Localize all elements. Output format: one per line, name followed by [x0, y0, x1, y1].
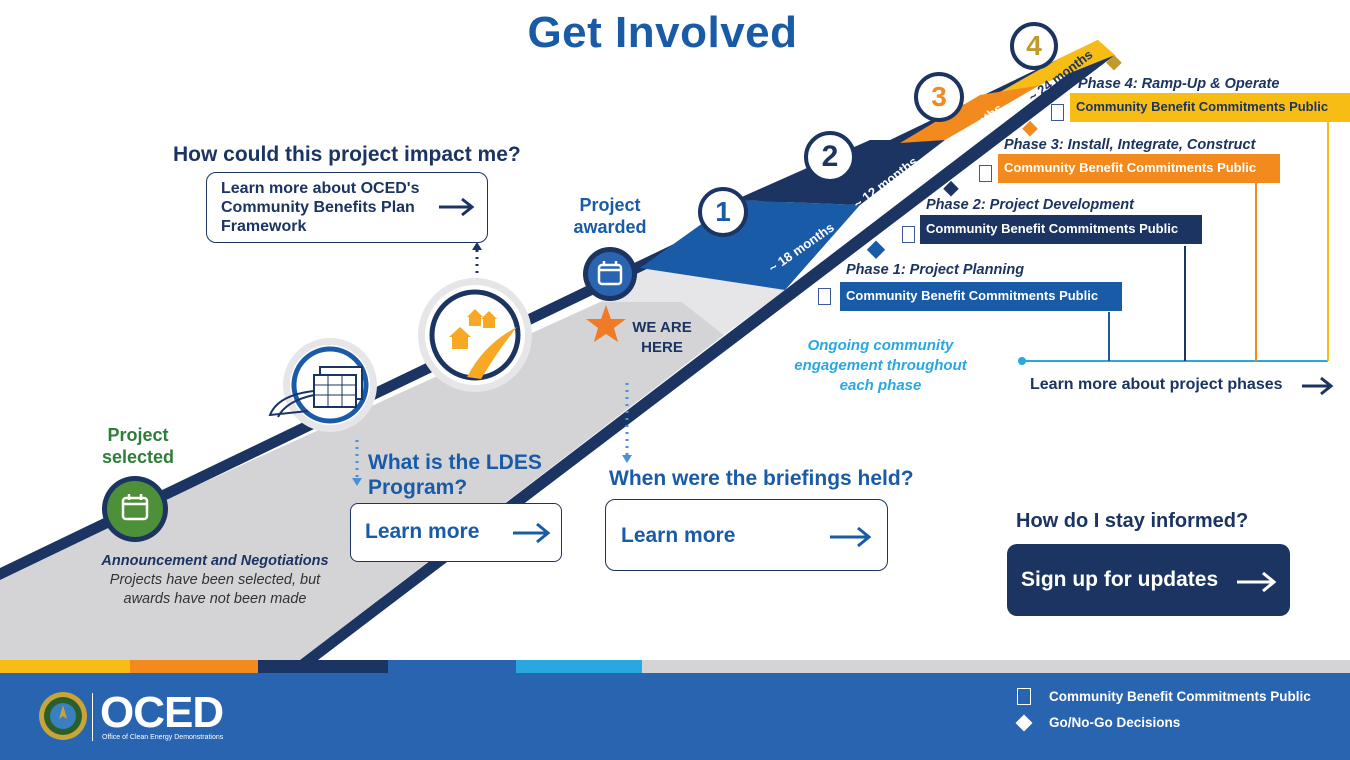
signup-updates-label: Sign up for updates: [1021, 568, 1219, 591]
oced-logo-subtitle: Office of Clean Energy Demonstrations: [102, 734, 224, 741]
doe-seal-icon: [39, 692, 87, 740]
road-phase1-segment: [640, 200, 860, 290]
go-no-go-phase4-diamond: [1106, 54, 1122, 71]
arrow-right-icon: [1237, 571, 1277, 593]
phase-2-title: Phase 2: Project Development: [926, 197, 1134, 213]
phase-4-cbc: Community Benefit Commitments Public: [1070, 93, 1350, 122]
stripe-blue: [388, 660, 516, 673]
arrow-right-icon: [1302, 376, 1334, 396]
project-selected-label: Project selected: [101, 425, 175, 467]
phase-1-number-badge: 1: [698, 187, 748, 237]
document-icon: [1051, 104, 1064, 121]
impact-heading: How could this project impact me?: [173, 143, 521, 166]
informed-heading: How do I stay informed?: [1016, 510, 1249, 532]
calendar-icon: [121, 494, 149, 521]
go-no-go-phase1-diamond: [866, 240, 886, 259]
we-are-here-label: WE ARE HERE: [632, 319, 692, 356]
arrow-right-icon: [513, 522, 551, 544]
road-phase3-segment: [900, 85, 1040, 143]
document-icon: [1017, 688, 1031, 705]
legend-diamond-label: Go/No-Go Decisions: [1049, 715, 1181, 730]
signup-updates-button[interactable]: Sign up for updates: [1007, 544, 1290, 616]
cbp-framework-label: Learn more about OCED's Community Benefi…: [221, 180, 420, 235]
negotiation-body: Projects have been selected, but awards …: [109, 572, 321, 607]
phase-1-title: Phase 1: Project Planning: [846, 262, 1025, 278]
negotiation-note: Announcement and Negotiations Projects h…: [90, 552, 340, 609]
calendar-icon: [597, 261, 623, 286]
stripe-gray: [642, 660, 1350, 673]
phase-4-title: Phase 4: Ramp-Up & Operate: [1078, 76, 1280, 92]
stripe-yellow: [0, 660, 130, 673]
stripe-orange: [130, 660, 258, 673]
houses-icon: [429, 289, 521, 381]
project-phases-link-label: Learn more about project phases: [1030, 376, 1283, 393]
footer: OCED Office of Clean Energy Demonstratio…: [0, 673, 1350, 760]
arrow-right-icon: [830, 526, 872, 548]
awarded-calendar-badge: [583, 247, 637, 301]
community-icon-circle: [425, 285, 525, 385]
phase-3-title: Phase 3: Install, Integrate, Construct: [1004, 137, 1256, 153]
phase-2-number-badge: 2: [804, 131, 856, 183]
diamond-icon: [1015, 714, 1033, 732]
program-icon-circle: [268, 345, 370, 425]
phase-2-cbc: Community Benefit Commitments Public: [920, 215, 1202, 244]
document-icon: [902, 226, 915, 243]
ldes-learn-more-button[interactable]: Learn more: [350, 503, 562, 562]
road-gray-area: [0, 302, 724, 660]
arrow-right-icon: [439, 197, 475, 217]
briefings-heading: When were the briefings held?: [609, 467, 914, 490]
road-phase4-segment: [1000, 40, 1115, 92]
ldes-heading: What is the LDES Program?: [368, 451, 542, 499]
star-icon: [586, 305, 626, 342]
phase-3-number-badge: 3: [914, 72, 964, 122]
go-no-go-phase3-diamond: [1022, 120, 1038, 137]
oced-logo: OCED: [100, 688, 224, 737]
project-awarded-label: Project awarded: [573, 195, 647, 237]
stripe-lightblue: [516, 660, 642, 673]
stripe-navy: [258, 660, 388, 673]
page-title: Get Involved: [527, 8, 798, 57]
selected-calendar-badge: [102, 476, 168, 542]
cbp-framework-link[interactable]: Learn more about OCED's Community Benefi…: [206, 172, 488, 243]
phase-3-cbc: Community Benefit Commitments Public: [998, 154, 1280, 183]
briefings-learn-more-label: Learn more: [621, 524, 736, 547]
spreadsheet-icon: [268, 346, 369, 424]
ldes-learn-more-label: Learn more: [365, 520, 480, 543]
phase-1-cbc: Community Benefit Commitments Public: [840, 282, 1122, 311]
go-no-go-phase2-diamond: [943, 180, 959, 197]
document-icon: [979, 165, 992, 182]
negotiation-title: Announcement and Negotiations: [101, 553, 329, 569]
phase-4-number-badge: 4: [1010, 22, 1058, 70]
document-icon: [818, 288, 831, 305]
engagement-note: Ongoing community engagement throughout …: [794, 337, 967, 394]
project-phases-link[interactable]: Learn more about project phases: [1030, 374, 1335, 398]
road-lightgray-area: [600, 268, 785, 335]
legend-doc-label: Community Benefit Commitments Public: [1049, 689, 1311, 704]
briefings-learn-more-button[interactable]: Learn more: [605, 499, 888, 571]
